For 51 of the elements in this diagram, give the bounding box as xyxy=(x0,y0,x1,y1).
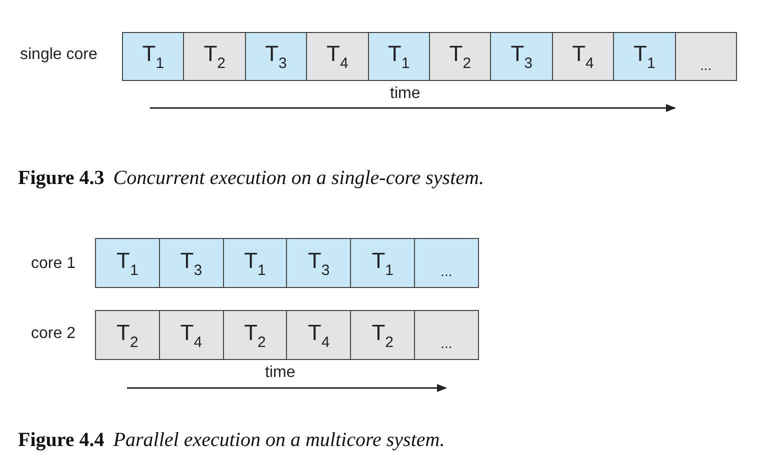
task-slot xyxy=(158,238,224,288)
figure-caption: Figure 4.3 Concurrent execution on a single-core system. xyxy=(18,167,484,190)
task-label: T$_{2}$ xyxy=(372,320,394,350)
figure-caption: Figure 4.4 Parallel execution on a multicore system. xyxy=(18,429,445,452)
task-slot xyxy=(95,310,160,360)
task-label: T$_{4}$ xyxy=(326,41,348,72)
task-slot xyxy=(414,310,479,360)
task-label: ... xyxy=(440,263,452,279)
task-label: T$_{1}$ xyxy=(116,248,138,278)
task-label: T$_{3}$ xyxy=(308,248,330,278)
task-slot xyxy=(368,32,430,81)
task-slot xyxy=(613,32,676,81)
task-slot xyxy=(244,32,308,81)
axis-label: time xyxy=(390,85,420,103)
task-slot xyxy=(286,310,352,360)
task-label: T$_{3}$ xyxy=(180,248,202,278)
task-slot xyxy=(306,32,369,81)
row-label: core 2 xyxy=(31,325,76,343)
task-slot xyxy=(286,238,352,288)
task-label: T$_{2}$ xyxy=(204,41,226,72)
row-label: single core xyxy=(20,46,98,64)
task-label: T$_{1}$ xyxy=(142,41,164,72)
task-label: T$_{3}$ xyxy=(265,41,287,72)
task-slot xyxy=(222,310,288,360)
task-label: T$_{1}$ xyxy=(633,41,656,72)
task-slot xyxy=(122,32,184,81)
task-slot xyxy=(95,238,160,288)
task-slot xyxy=(158,310,224,360)
task-label: T$_{3}$ xyxy=(510,41,532,72)
task-slot xyxy=(183,32,246,81)
task-slot xyxy=(429,32,492,81)
task-slot xyxy=(414,238,479,288)
task-label: T$_{2}$ xyxy=(449,41,472,72)
row-label: core 1 xyxy=(31,255,76,273)
task-label: T$_{1}$ xyxy=(388,41,410,72)
task-label: ... xyxy=(700,56,712,72)
task-label: T$_{1}$ xyxy=(244,248,266,278)
task-label: T$_{4}$ xyxy=(572,41,594,72)
task-label: T$_{2}$ xyxy=(116,320,138,350)
task-label: T$_{4}$ xyxy=(180,320,202,350)
task-label: T$_{4}$ xyxy=(308,320,330,350)
task-slot xyxy=(552,32,614,81)
task-slot xyxy=(350,310,415,360)
axis-label: time xyxy=(265,364,296,382)
task-slot xyxy=(350,238,415,288)
task-label: ... xyxy=(440,335,452,351)
task-slot xyxy=(222,238,288,288)
task-slot xyxy=(490,32,553,81)
task-slot xyxy=(674,32,737,81)
task-label: T$_{2}$ xyxy=(244,320,266,350)
task-label: T$_{1}$ xyxy=(372,248,394,278)
